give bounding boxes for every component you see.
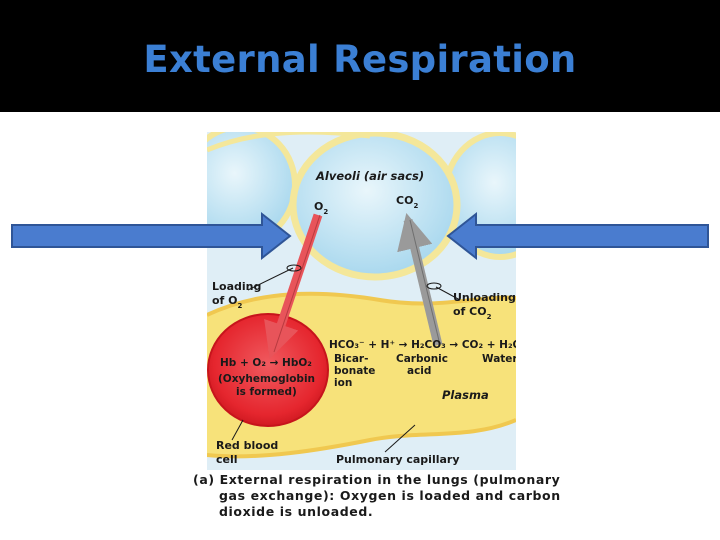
loading-label-line1: Loading bbox=[212, 280, 261, 293]
o2-arrow-edge bbox=[273, 214, 321, 353]
caption-line-1: (a) External respiration in the lungs (p… bbox=[193, 472, 561, 487]
capillary-wall-top bbox=[207, 291, 516, 317]
o2-arrow bbox=[264, 213, 323, 359]
loading-ring bbox=[286, 264, 302, 272]
bicarbonate-line2: bonate bbox=[334, 365, 375, 377]
unloading-leader bbox=[435, 286, 461, 301]
bicarbonate-line1: Bicar- bbox=[334, 353, 368, 365]
unloading-ring bbox=[426, 282, 442, 290]
o2-label: O2 bbox=[314, 200, 328, 216]
oxyhemoglobin-line1: (Oxyhemoglobin bbox=[218, 373, 315, 385]
oxyhemoglobin-line2: is formed) bbox=[236, 386, 297, 398]
capillary-leader bbox=[384, 424, 416, 453]
bicarbonate-line3: ion bbox=[334, 377, 352, 389]
unloading-label-line2: of CO2 bbox=[453, 305, 492, 321]
carbonic-line2: acid bbox=[407, 365, 431, 377]
right-pointer-arrow bbox=[446, 211, 709, 261]
reaction-equation: HCO₃⁻ + H⁺ → H₂CO₃ → CO₂ + H₂O bbox=[329, 339, 522, 351]
capillary-label: Pulmonary capillary bbox=[336, 453, 460, 466]
hb-equation: Hb + O₂ → HbO₂ bbox=[220, 357, 312, 369]
unloading-label-line1: Unloading bbox=[453, 291, 516, 304]
plasma-label: Plasma bbox=[442, 388, 489, 402]
title-band bbox=[0, 0, 720, 112]
caption-line-2: gas exchange): Oxygen is loaded and carb… bbox=[219, 488, 561, 503]
slide-title: External Respiration bbox=[143, 38, 577, 81]
rbc-label-line1: Red blood bbox=[216, 439, 278, 452]
rbc-leader bbox=[231, 419, 244, 441]
water-label: Water bbox=[482, 353, 518, 365]
caption-line-3: dioxide is unloaded. bbox=[219, 504, 374, 519]
rbc-label-line2: cell bbox=[216, 453, 238, 466]
alveoli-label: Alveoli (air sacs) bbox=[315, 169, 424, 183]
co2-label: CO2 bbox=[396, 194, 418, 210]
alveolus-top-wall bbox=[207, 132, 371, 153]
capillary-wall-bottom bbox=[207, 418, 516, 459]
diagram-panel: Alveoli (air sacs) O2 CO2 Loading of O2 … bbox=[207, 132, 522, 470]
red-blood-cell bbox=[207, 313, 329, 427]
loading-leader bbox=[247, 267, 294, 291]
carbonic-line1: Carbonic bbox=[396, 353, 448, 365]
left-pointer-arrow bbox=[11, 211, 292, 261]
loading-label-line2: of O2 bbox=[212, 294, 243, 310]
co2-arrow bbox=[397, 212, 443, 347]
figure-caption: (a) External respiration in the lungs (p… bbox=[193, 472, 561, 520]
co2-arrow-edge bbox=[409, 219, 441, 346]
